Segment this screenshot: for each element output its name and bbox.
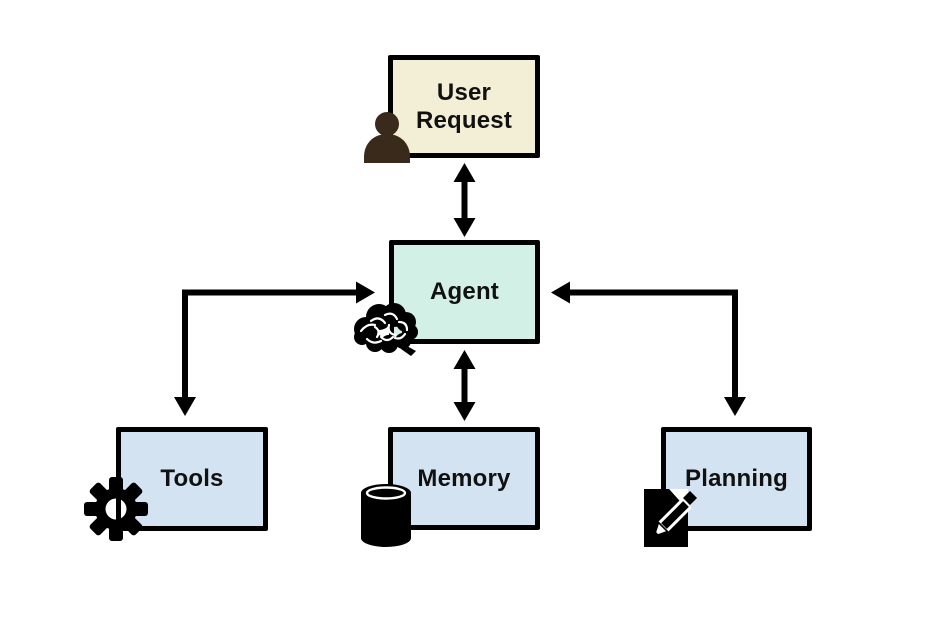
database-icon [358,482,414,548]
connector-agent-tools [174,281,375,416]
brain-icon [351,301,419,357]
node-tools-label: Tools [160,465,224,493]
connector-agent-planning [551,281,746,416]
node-planning-label: Planning [685,465,788,493]
node-user-request-label: User Request [415,78,513,134]
person-icon [362,111,412,163]
arrow-agent-memory [453,350,476,421]
node-memory-label: Memory [417,464,511,492]
gear-icon [84,477,148,541]
node-memory: Memory [388,427,540,530]
node-user-request: User Request [388,55,540,158]
node-agent-label: Agent [430,278,499,306]
arrow-user-request-agent [453,163,476,237]
document-pencil-icon [643,477,701,549]
